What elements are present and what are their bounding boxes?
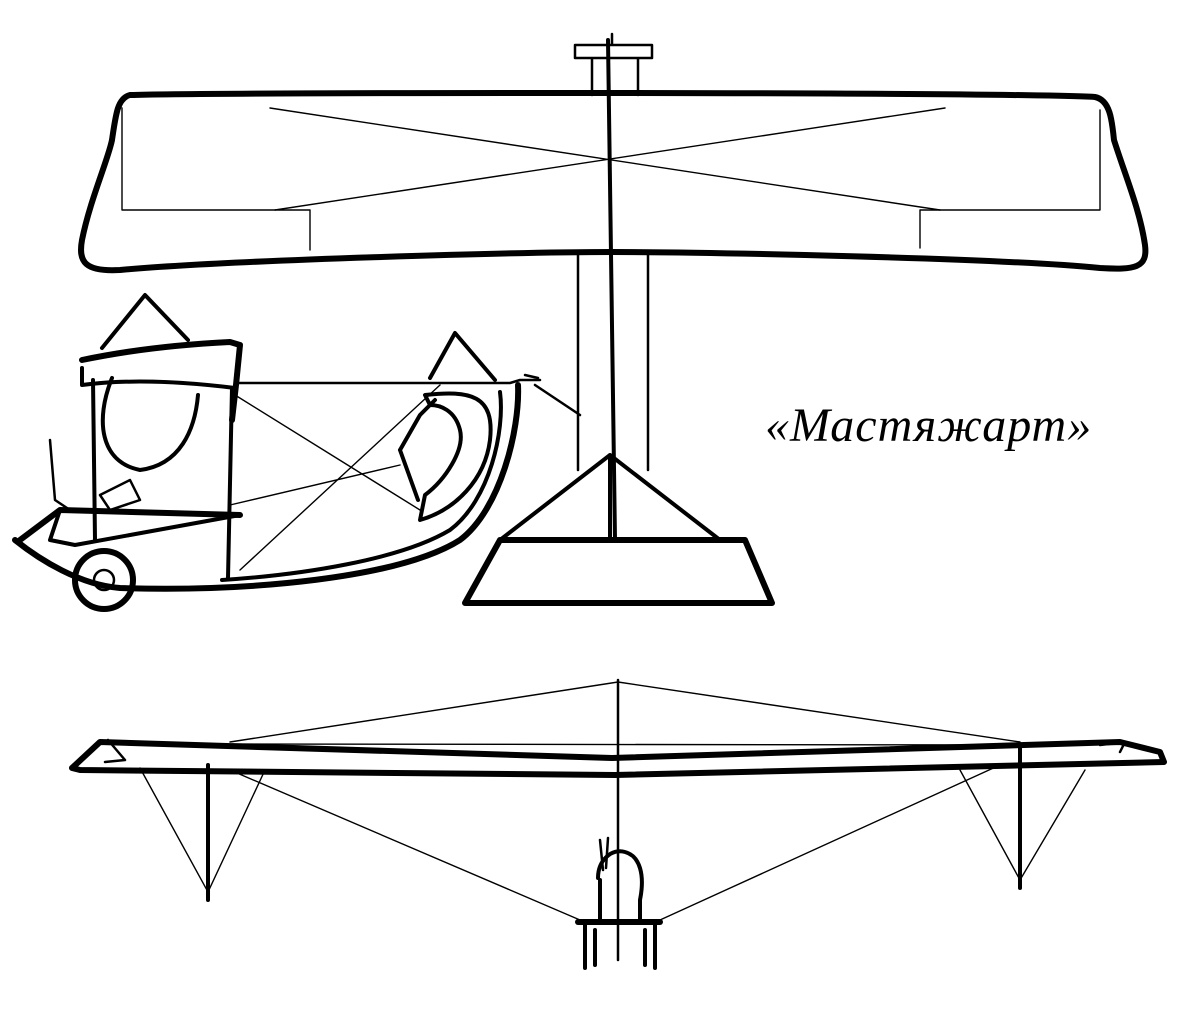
side-window <box>100 376 200 472</box>
side-frame-arc-inner <box>220 390 503 582</box>
side-upper-keel <box>233 378 542 385</box>
front-wing-tip-left <box>103 738 127 764</box>
side-inner-oval <box>418 391 493 522</box>
side-view <box>12 293 582 612</box>
front-upper-wires <box>229 681 1021 746</box>
front-right-wires <box>959 769 1086 881</box>
front-pilot-body <box>596 849 644 924</box>
side-undercarriage <box>48 508 242 547</box>
front-wing <box>69 739 1167 778</box>
side-frame-arc <box>12 382 522 592</box>
plan-tail-plane <box>462 537 775 606</box>
plan-wing-outline <box>78 89 1149 274</box>
side-seat <box>48 438 142 512</box>
plan-nose-cap <box>573 32 654 97</box>
aircraft-name-caption: «Мастяжарт» <box>765 399 1093 452</box>
plan-tail-boom <box>576 250 650 472</box>
side-canopy-top-2 <box>80 366 237 390</box>
side-cross-brace <box>229 384 441 571</box>
side-rear-triangle <box>428 331 497 382</box>
side-wheel <box>72 548 136 612</box>
side-strut <box>91 378 234 580</box>
front-landing-gear <box>583 923 657 970</box>
side-wheel-hub <box>92 568 116 592</box>
front-pilot-arm <box>598 836 610 872</box>
front-left-wires <box>139 767 266 893</box>
side-kingpost <box>100 293 190 350</box>
side-keel-to-nose <box>523 373 582 417</box>
side-canopy-top <box>79 339 243 423</box>
front-lower-wires <box>229 764 1001 921</box>
plan-tail-triangle <box>498 453 722 542</box>
front-view <box>69 678 1167 970</box>
side-inner-shape <box>398 398 437 502</box>
plan-inner-panel <box>121 107 1101 251</box>
front-wing-tip-right <box>1098 740 1127 754</box>
plan-view <box>78 32 1149 606</box>
